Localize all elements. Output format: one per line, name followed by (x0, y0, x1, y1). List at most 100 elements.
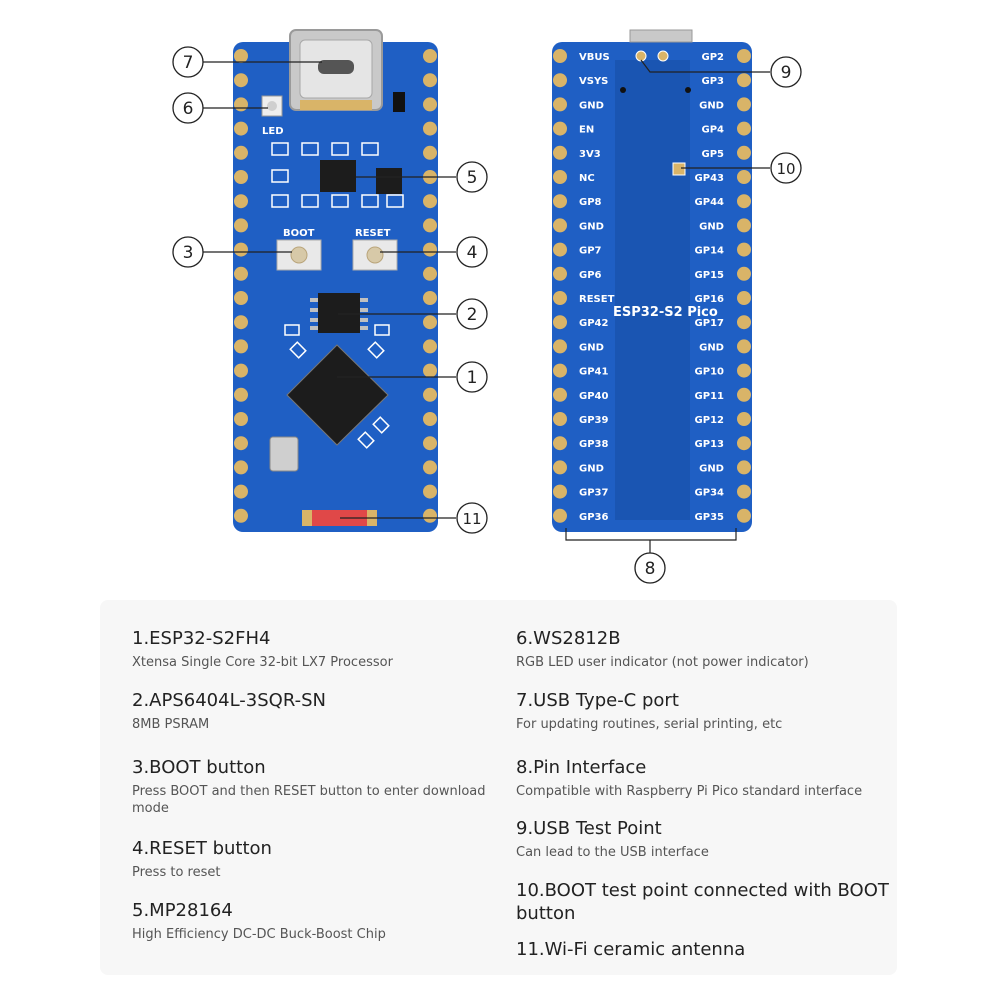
pin-pad (423, 412, 437, 426)
svg-text:9: 9 (781, 63, 792, 83)
pin-label-left: GND (579, 342, 604, 353)
legend-item-9: 9.USB Test Point Can lead to the USB int… (516, 817, 891, 861)
pin-pad (553, 508, 567, 523)
pin-pad (423, 97, 437, 112)
pin-pad (553, 291, 567, 305)
pin-label-right: GP13 (695, 439, 724, 450)
pin-label-left: GP41 (579, 367, 608, 378)
callout-5: 5 (456, 161, 488, 193)
svg-text:1: 1 (467, 368, 478, 388)
callout-2: 2 (456, 298, 488, 330)
legend-title: 3.BOOT button (132, 757, 266, 778)
pin-label-right: GND (699, 221, 724, 232)
pin-pad (234, 387, 248, 402)
svg-text:4: 4 (467, 243, 478, 263)
pin-pad (234, 436, 248, 451)
pin-pad (234, 266, 248, 281)
led-silkscreen: LED (262, 126, 284, 137)
pin-label-left: NC (579, 173, 595, 184)
legend-title: 1.ESP32-S2FH4 (132, 628, 271, 649)
pin-pad (423, 242, 437, 257)
pin-pad (234, 73, 248, 88)
pin-label-right: GP15 (695, 270, 724, 281)
pin-pad (423, 315, 437, 330)
pin-pad (737, 460, 751, 475)
pin-label-left: EN (579, 125, 594, 136)
callout-6: 6 (172, 92, 204, 124)
svg-text:11: 11 (462, 510, 481, 528)
front-board: LED BOOT RESET (233, 29, 438, 532)
callout-3: 3 (172, 236, 204, 268)
pin-label-right: GND (699, 342, 724, 353)
pin-pad (553, 97, 567, 112)
pin-pad (234, 460, 248, 475)
pin-pad (737, 145, 751, 160)
legend-desc: Xtensa Single Core 32-bit LX7 Processor (132, 655, 393, 670)
pin-label-left: VBUS (579, 52, 610, 63)
svg-text:7: 7 (183, 53, 194, 73)
pin-pad (553, 49, 567, 63)
pin-pad (553, 73, 567, 88)
pin-pad (234, 339, 248, 354)
callout-7: 7 (172, 46, 204, 78)
pin-pad (423, 145, 437, 160)
legend-title: 10.BOOT test point connected with BOOT b… (516, 880, 889, 924)
pin-pad (234, 412, 248, 426)
pin-label-right: GP14 (695, 246, 724, 257)
diode (393, 92, 405, 112)
legend-desc: 8MB PSRAM (132, 717, 210, 732)
front-pin-pads (234, 49, 437, 523)
legend-item-11: 11.Wi-Fi ceramic antenna (516, 938, 891, 961)
crystal-oscillator (269, 436, 299, 472)
pin-pad (234, 242, 248, 257)
pin-pad (737, 218, 751, 233)
pin-pad (423, 460, 437, 475)
pin-pad (234, 49, 248, 63)
pin-pad (234, 145, 248, 160)
pin-label-right: GP5 (702, 149, 725, 160)
legend-title: 7.USB Type-C port (516, 690, 679, 711)
pin-pad (234, 218, 248, 233)
pin-pad (423, 436, 437, 451)
pin-label-right: GND (699, 463, 724, 474)
legend-title: 11.Wi-Fi ceramic antenna (516, 939, 746, 960)
reset-silkscreen: RESET (355, 228, 391, 239)
callout-8: 8 (634, 552, 666, 584)
reset-button[interactable] (352, 239, 398, 271)
pin-pad (423, 508, 437, 523)
legend-item-8: 8.Pin Interface Compatible with Raspberr… (516, 756, 891, 800)
boot-test-point (672, 162, 686, 176)
pin-pad (737, 291, 751, 305)
board-diagram: LED BOOT RESET (172, 29, 802, 584)
pin-label-right: GP35 (695, 512, 724, 523)
pin-label-left: GP42 (579, 318, 608, 329)
legend-item-10: 10.BOOT test point connected with BOOT b… (516, 879, 891, 925)
pin-pad (553, 339, 567, 354)
boot-button[interactable] (276, 239, 322, 271)
callout-1: 1 (456, 361, 488, 393)
pin-pad (737, 73, 751, 88)
svg-text:5: 5 (467, 168, 478, 188)
pin-label-right: GP34 (695, 488, 724, 499)
pin-pad (234, 315, 248, 330)
svg-text:8: 8 (645, 559, 656, 579)
legend-desc: Press BOOT and then RESET button to ente… (132, 784, 486, 816)
front-smd-footprints (271, 142, 404, 449)
pin-pad (553, 218, 567, 233)
usb-type-c-port (289, 29, 383, 111)
legend-item-5: 5.MP28164 High Efficiency DC-DC Buck-Boo… (132, 899, 507, 943)
pin-pad (553, 363, 567, 378)
legend-item-4: 4.RESET button Press to reset (132, 837, 507, 881)
ws2812b-led (261, 95, 283, 117)
pin-pad (234, 170, 248, 184)
pin-pad (423, 266, 437, 281)
pin-pad (737, 412, 751, 426)
pin-pad (234, 484, 248, 499)
pin-pad (553, 145, 567, 160)
pin-pad (234, 363, 248, 378)
legend-desc: High Efficiency DC-DC Buck-Boost Chip (132, 927, 386, 942)
pin-pad (737, 508, 751, 523)
legend-title: 2.APS6404L-3SQR-SN (132, 690, 326, 711)
